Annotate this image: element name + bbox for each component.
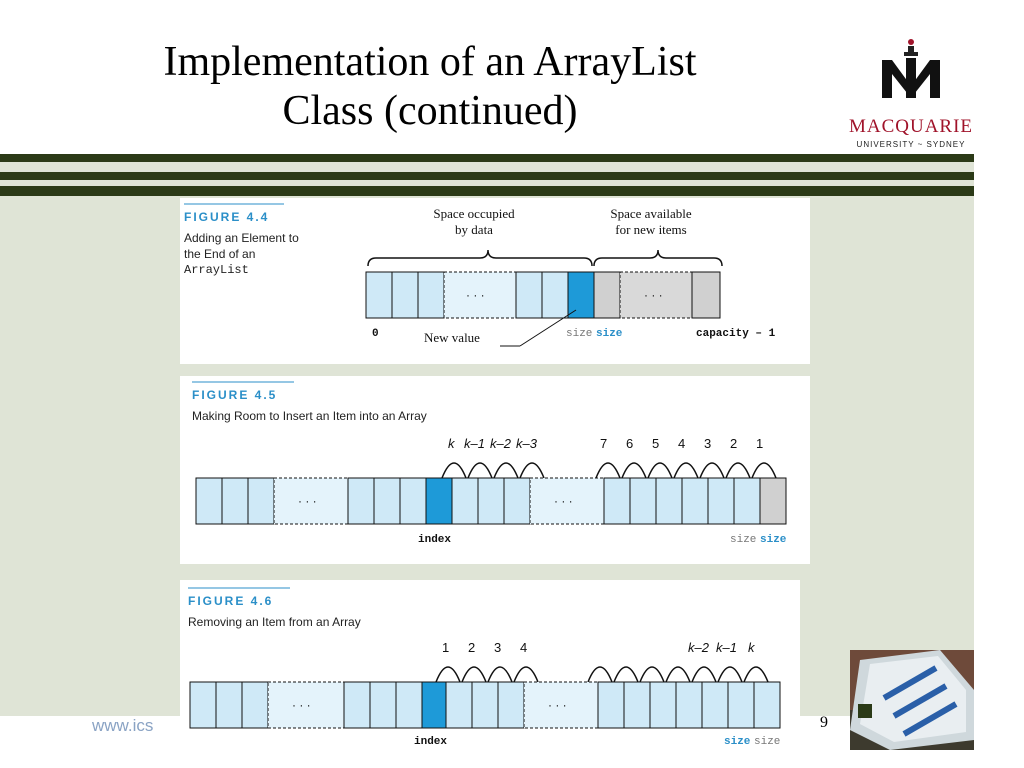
figure-4-6-caption: Removing an Item from an Array (188, 615, 361, 629)
campus-photo (850, 650, 974, 750)
macquarie-logo: MACQUARIE UNIVERSITY ~ SYDNEY (844, 36, 978, 156)
figure-4-5: FIGURE 4.5 Making Room to Insert an Item… (180, 376, 810, 564)
arc-label: 7 (600, 436, 608, 451)
size-label-blue: size (760, 534, 787, 546)
index-zero-label: 0 (372, 328, 379, 340)
index-label: index (418, 534, 452, 546)
header-band-2 (0, 172, 974, 180)
size-label-gray: size (566, 328, 593, 340)
capacity-label: capacity – 1 (696, 328, 776, 340)
campus-signage-image (850, 650, 974, 750)
macquarie-emblem-icon (882, 39, 940, 98)
arc-label: 1 (756, 436, 764, 451)
slide-title: Implementation of an ArrayList Class (co… (60, 38, 800, 136)
slide-title-line1: Implementation of an ArrayList (163, 39, 697, 85)
new-value-label: New value (424, 330, 480, 345)
arc-label: k–2 (688, 640, 709, 655)
arc-label: 2 (730, 436, 738, 451)
arc-label: 5 (652, 436, 660, 451)
arc-label: 3 (494, 640, 502, 655)
ellipsis: · · · (466, 288, 485, 302)
index-label: index (414, 736, 448, 748)
figure-4-5-diagram (192, 381, 787, 525)
arc-label: k–1 (464, 436, 485, 451)
ellipsis: · · · (644, 288, 663, 302)
logo-name: MACQUARIE (848, 116, 974, 137)
figure-4-4-label: FIGURE 4.4 (184, 210, 270, 224)
ellipsis: · · · (554, 494, 573, 508)
arc-label: 3 (704, 436, 712, 451)
slide-title-line2: Class (continued) (282, 88, 578, 134)
figure-4-4-diagram (184, 203, 723, 347)
footer-url: www.ics (92, 716, 154, 735)
arc-label: k–2 (490, 436, 511, 451)
figure-4-5-label: FIGURE 4.5 (192, 388, 278, 402)
header-band-1 (0, 154, 974, 162)
arc-label: k–1 (716, 640, 737, 655)
size-label-gray: size (730, 534, 757, 546)
caption-line: ArrayList (184, 263, 249, 277)
size-label-blue: size (724, 736, 751, 748)
space-occupied-label: Space occupied by data (424, 206, 524, 238)
label-line: by data (455, 222, 493, 237)
arc-label: 1 (442, 640, 450, 655)
figure-4-6-diagram (188, 587, 781, 729)
arc-label: k (748, 640, 755, 655)
caption-line: Adding an Element to (184, 231, 299, 245)
logo-subtitle: UNIVERSITY ~ SYDNEY (856, 140, 966, 149)
figure-4-6-label: FIGURE 4.6 (188, 594, 274, 608)
arc-label: 2 (468, 640, 476, 655)
figure-4-4: FIGURE 4.4 Adding an Element to the End … (180, 198, 810, 364)
page-number: 9 (820, 714, 828, 731)
space-available-label: Space available for new items (596, 206, 706, 238)
label-line: Space occupied (433, 206, 515, 221)
header-band-3 (0, 186, 974, 196)
header-band-light-2 (0, 180, 974, 186)
caption-line: the End of an (184, 247, 256, 261)
figure-4-6: FIGURE 4.6 Removing an Item from an Arra… (180, 580, 800, 756)
ellipsis: · · · (298, 494, 317, 508)
arc-label: k (448, 436, 455, 451)
figure-4-4-caption: Adding an Element to the End of an Array… (184, 230, 299, 278)
ellipsis: · · · (548, 698, 567, 712)
arc-label: 4 (520, 640, 528, 655)
arc-label: 6 (626, 436, 634, 451)
label-line: for new items (615, 222, 687, 237)
arc-label: k–3 (516, 436, 537, 451)
size-label-blue: size (596, 328, 623, 340)
ellipsis: · · · (292, 698, 311, 712)
label-line: Space available (610, 206, 692, 221)
header-band-light (0, 162, 974, 172)
size-label-gray: size (754, 736, 781, 748)
figure-4-5-caption: Making Room to Insert an Item into an Ar… (192, 409, 427, 423)
arc-label: 4 (678, 436, 686, 451)
